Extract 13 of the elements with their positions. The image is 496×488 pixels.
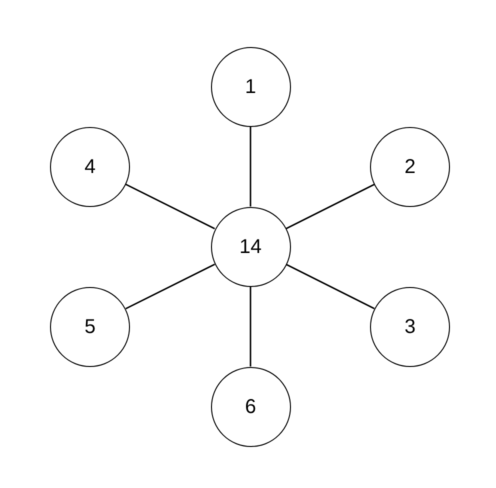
connector-line	[250, 126, 252, 206]
node-number: 2	[404, 156, 416, 176]
connector-line	[286, 184, 375, 230]
connector-line	[250, 286, 252, 366]
node-number: 5	[84, 316, 96, 336]
connector-line	[286, 264, 375, 310]
node-number: 4	[84, 156, 96, 176]
node-number: 1	[244, 76, 256, 96]
connector-line	[125, 184, 216, 230]
node-number: 14	[239, 236, 262, 256]
connector-line	[125, 264, 216, 310]
node-number: 3	[404, 316, 416, 336]
node-number: 6	[244, 396, 256, 416]
